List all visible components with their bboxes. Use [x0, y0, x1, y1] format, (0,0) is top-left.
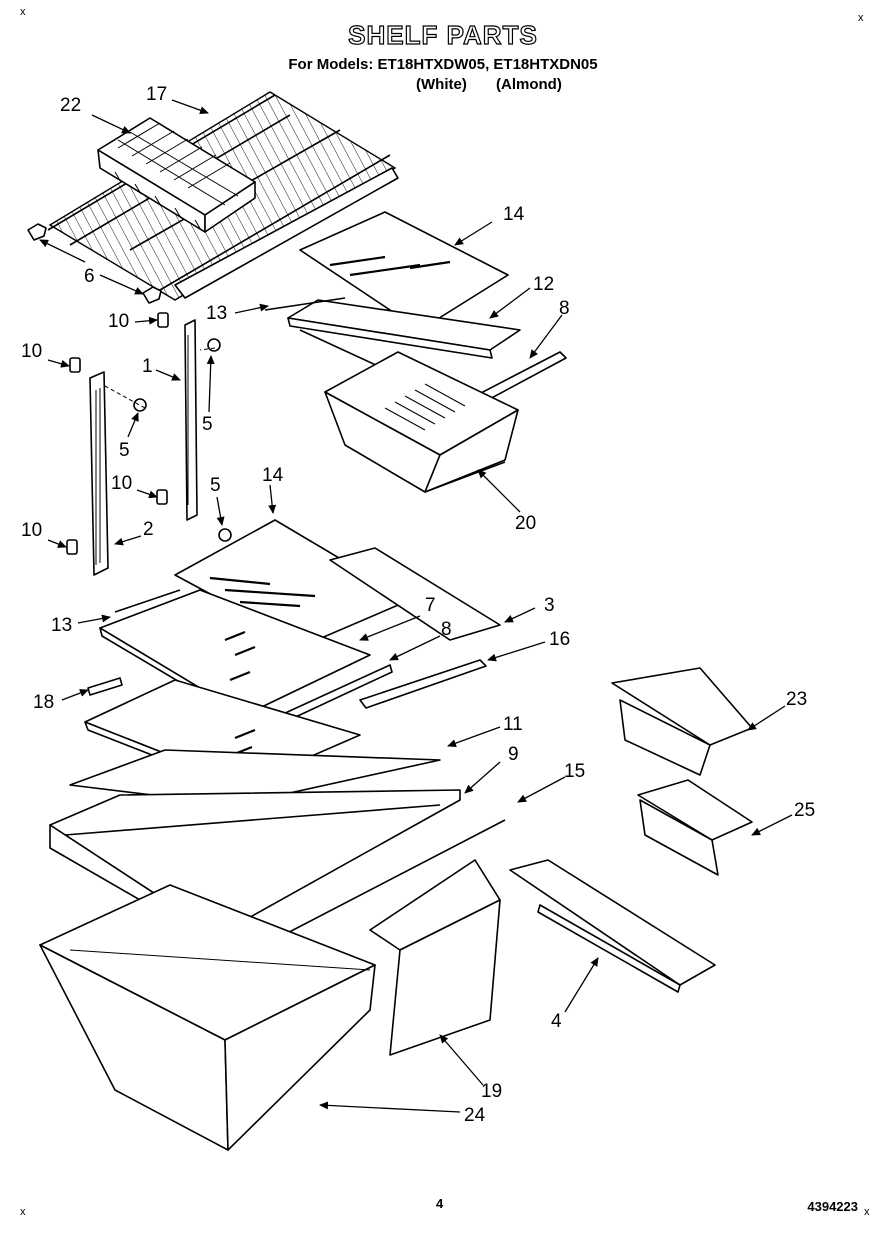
callout-18: 18 [33, 692, 54, 713]
callout-25: 25 [794, 800, 815, 821]
callout-6: 6 [84, 266, 95, 287]
callout-22: 22 [60, 95, 81, 116]
corner-mark-top-left: x [20, 6, 26, 18]
callout-14-mid: 14 [262, 465, 284, 486]
document-number: 4394223 [807, 1199, 858, 1214]
shelf-support-bushings [27, 223, 162, 304]
callout-10-b: 10 [21, 341, 42, 362]
upper-shelf-frame [264, 297, 521, 391]
corner-mark-bottom-left: x [20, 1206, 26, 1218]
callout-16: 16 [549, 629, 570, 650]
callout-10-d: 10 [21, 520, 42, 541]
callout-14-top: 14 [503, 204, 525, 225]
door-bin-large [611, 667, 753, 776]
callout-12: 12 [533, 274, 554, 295]
callout-5-c: 5 [210, 475, 221, 496]
callout-8-mid: 8 [441, 619, 452, 640]
callout-11: 11 [503, 714, 523, 735]
shelf-ladder-left [89, 371, 109, 576]
callout-10-c: 10 [111, 473, 132, 494]
page-title: SHELF PARTS [348, 19, 538, 50]
assembly-dash-lines [104, 347, 216, 409]
full-width-glass-shelf [329, 547, 501, 641]
upper-crisper-pan [324, 351, 519, 493]
mounting-screws [133, 338, 232, 542]
callout-9: 9 [508, 744, 519, 765]
callout-2: 2 [143, 519, 154, 540]
shelf-ladder-right [184, 319, 198, 521]
ladder-clips [66, 312, 169, 555]
shelf-trim-strips [87, 659, 487, 729]
upper-glass-shelf [299, 211, 509, 331]
callout-20: 20 [515, 513, 536, 534]
large-crisper-drawer [39, 884, 376, 1151]
callout-5-a: 5 [202, 414, 213, 435]
callout-24: 24 [464, 1105, 486, 1126]
callout-labels: 22 17 6 14 12 8 13 10 1 10 5 5 10 5 20 1… [21, 84, 815, 1126]
callout-15: 15 [564, 761, 585, 782]
corner-mark-top-right: x [858, 12, 864, 24]
callout-5-b: 5 [119, 440, 130, 461]
crisper-slide-support [509, 859, 716, 993]
callout-13-top: 13 [206, 303, 227, 324]
variant-almond-label: (Almond) [496, 76, 562, 93]
callout-23: 23 [786, 689, 807, 710]
callout-1: 1 [142, 356, 153, 377]
variant-white-label: (White) [416, 76, 467, 93]
models-line: For Models: ET18HTXDW05, ET18HTXDN05 [288, 56, 598, 73]
callout-17: 17 [146, 84, 167, 105]
callout-leader-lines [39, 99, 793, 1113]
callout-4: 4 [551, 1011, 562, 1032]
callout-7: 7 [425, 595, 436, 616]
door-bin-small [637, 779, 753, 876]
callout-8-top: 8 [559, 298, 570, 319]
callout-10-a: 10 [108, 311, 129, 332]
ice-cube-tray [97, 117, 256, 233]
page-number: 4 [436, 1196, 444, 1211]
corner-mark-bottom-right: x [864, 1206, 870, 1218]
callout-13-mid: 13 [51, 615, 72, 636]
small-crisper-drawer [369, 859, 501, 1056]
callout-19: 19 [481, 1081, 502, 1102]
callout-3: 3 [544, 595, 555, 616]
